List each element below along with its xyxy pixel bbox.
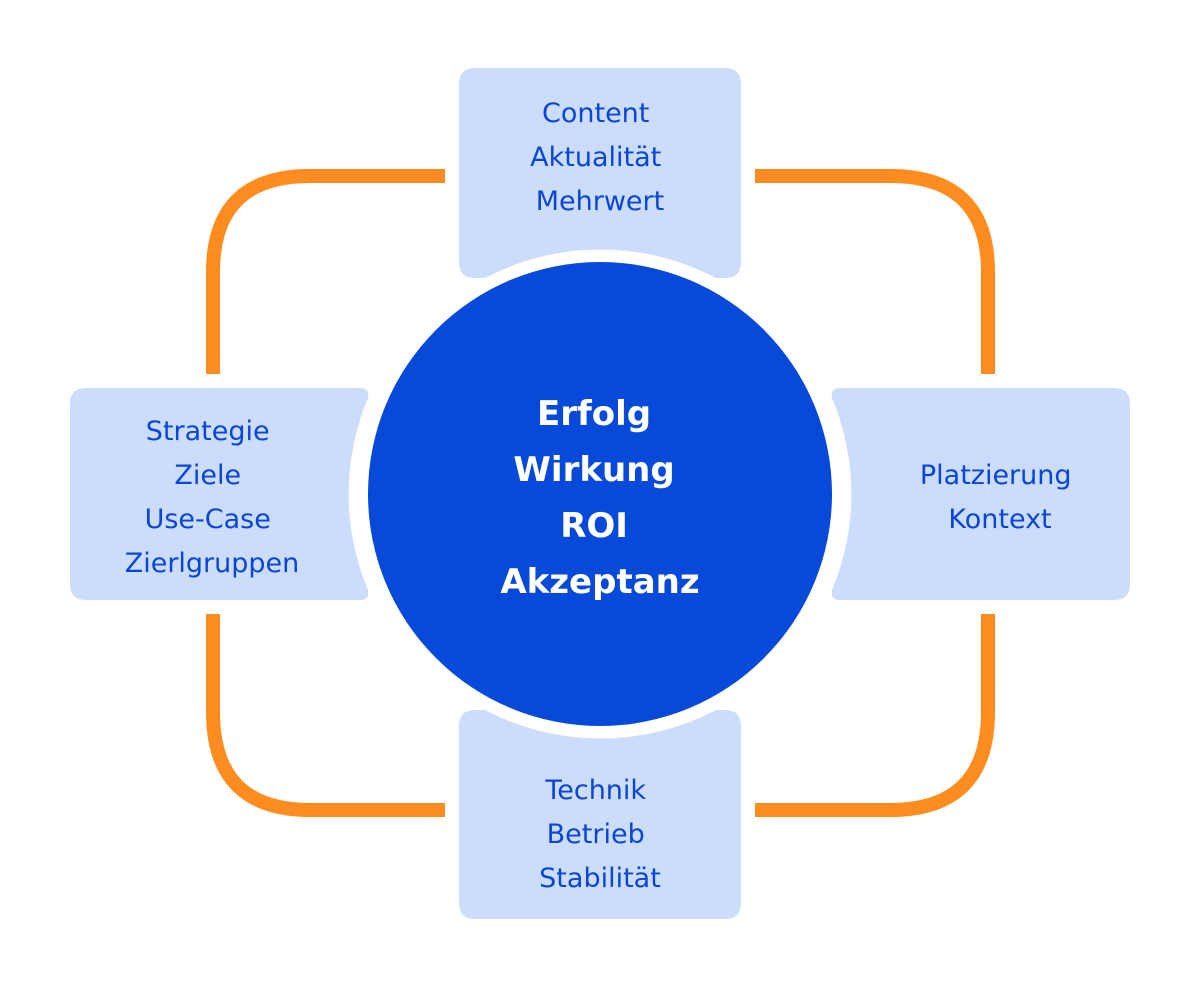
box-bottom-label: Technik Betrieb Stabilität [539,775,661,894]
box-right: Platzierung Kontext [831,388,1130,600]
connectors [206,169,995,817]
center-label: Erfolg Wirkung ROI Akzeptanz [500,394,699,602]
center-line-4: Akzeptanz [500,562,699,602]
box-bottom: Technik Betrieb Stabilität [459,710,741,919]
box-left-line-2: Ziele [174,460,241,491]
box-bottom-line-3: Stabilität [539,863,661,894]
box-left-line-1: Strategie [146,416,270,447]
box-top-label: Content Aktualität Mehrwert [530,98,670,217]
connector-bottom-left [206,614,445,817]
box-left: Strategie Ziele Use-Case Zierlgruppen [70,388,369,600]
box-top: Content Aktualität Mehrwert [459,68,741,278]
box-left-shape [70,388,369,600]
box-right-label: Platzierung Kontext [920,460,1080,535]
box-top-line-2: Aktualität [530,142,661,173]
box-top-line-1: Content [542,98,649,129]
box-top-line-3: Mehrwert [536,186,665,217]
box-left-label: Strategie Ziele Use-Case Zierlgruppen [125,416,300,579]
box-right-line-1: Platzierung [920,460,1072,491]
box-left-line-3: Use-Case [145,504,271,535]
center-circle [368,262,832,726]
box-bottom-line-1: Technik [544,775,646,806]
box-bottom-shape [459,710,741,919]
center-line-2: Wirkung [513,450,674,490]
box-left-line-4: Zierlgruppen [125,548,300,579]
box-top-shape [459,68,741,278]
box-right-shape [831,388,1130,600]
center-line-1: Erfolg [537,394,651,434]
connector-bottom-right [755,614,995,817]
connector-top-left [206,169,445,374]
connector-top-right [755,169,995,374]
box-bottom-line-2: Betrieb [547,819,645,850]
center-line-3: ROI [560,506,628,546]
box-right-line-2: Kontext [948,504,1051,535]
center-hub: Erfolg Wirkung ROI Akzeptanz [368,262,832,726]
